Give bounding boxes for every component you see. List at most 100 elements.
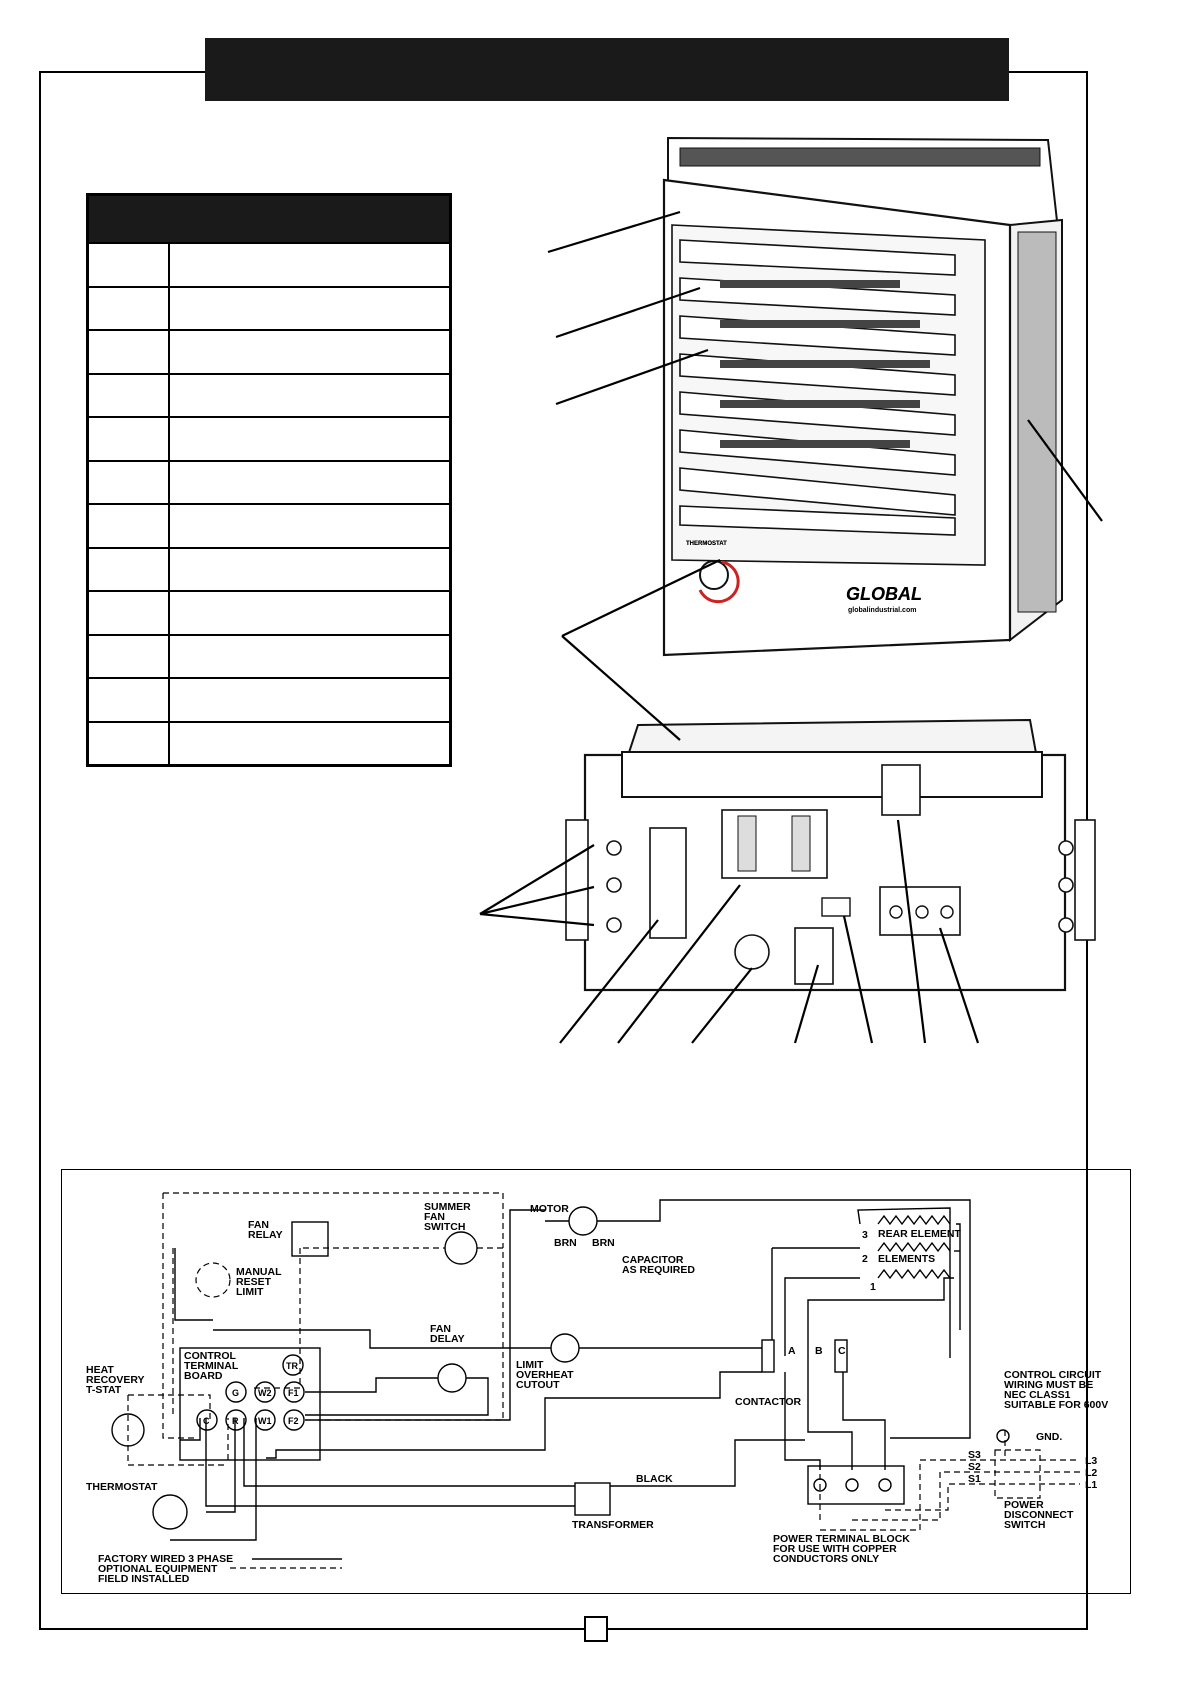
- legend-field: FIELD INSTALLED: [98, 1573, 190, 1585]
- terminal-tr: TR: [286, 1361, 298, 1371]
- control-note-3: NEC CLASS1: [1004, 1389, 1071, 1401]
- capacitor-label-2: AS REQUIRED: [622, 1264, 695, 1276]
- terminal-f1: F1: [288, 1388, 299, 1398]
- thermostat-label: THERMOSTAT: [86, 1481, 158, 1493]
- brn-left-label: BRN: [554, 1237, 577, 1249]
- part-number: [87, 242, 170, 287]
- element-number-3: 3: [862, 1229, 868, 1241]
- table-row: [87, 416, 451, 461]
- power-terminal-label-2: FOR USE WITH COPPER: [773, 1543, 897, 1555]
- heat-recovery-label-2: RECOVERY: [86, 1374, 145, 1386]
- gnd-label: GND.: [1036, 1431, 1062, 1443]
- part-number: [87, 329, 170, 374]
- table-row: [87, 503, 451, 548]
- power-disconnect-label-3: SWITCH: [1004, 1519, 1045, 1531]
- elements-label: ELEMENTS: [878, 1253, 935, 1265]
- page-number-box: [584, 1616, 608, 1642]
- black-wire-label: BLACK: [636, 1473, 673, 1485]
- parts-col-description: [169, 194, 451, 243]
- table-row: [87, 633, 451, 678]
- heater-front-view: THERMOSTAT GLOBAL: [662, 136, 1063, 657]
- contactor-pole-b: B: [815, 1345, 823, 1357]
- contactor-pole-a: A: [788, 1345, 796, 1357]
- heater-thermostat-label: THERMOSTAT: [686, 541, 727, 547]
- brand-logo: GLOBAL: [846, 584, 922, 604]
- element-number-1: 1: [870, 1281, 876, 1293]
- supply-s3: S3: [968, 1449, 981, 1461]
- legend-optional: OPTIONAL EQUIPMENT: [98, 1563, 218, 1575]
- manual-reset-label-1: MANUAL: [236, 1266, 282, 1278]
- heater-illustration: THERMOSTAT GLOBAL: [479, 136, 1103, 1044]
- control-note-1: CONTROL CIRCUIT: [1004, 1369, 1102, 1381]
- power-disconnect-label-2: DISCONNECT: [1004, 1509, 1074, 1521]
- part-number: [87, 503, 170, 548]
- parts-table-header: [87, 194, 451, 243]
- limit-overheat-label-2: OVERHEAT: [516, 1369, 574, 1381]
- control-board-label-3: BOARD: [184, 1370, 223, 1382]
- rear-element-label: REAR ELEMENT: [878, 1228, 961, 1240]
- terminal-g: G: [232, 1388, 239, 1398]
- table-row: [87, 546, 451, 591]
- heat-recovery-label-3: T-STAT: [86, 1384, 122, 1396]
- fan-delay-label-2: DELAY: [430, 1333, 465, 1345]
- capacitor-label-1: CAPACITOR: [622, 1254, 684, 1266]
- supply-s1: S1: [968, 1473, 981, 1485]
- part-number: [87, 633, 170, 678]
- control-note-4: SUITABLE FOR 600V: [1004, 1399, 1108, 1411]
- brn-right-label: BRN: [592, 1237, 615, 1249]
- table-row: [87, 677, 451, 722]
- part-description: [169, 503, 451, 548]
- motor-label: MOTOR: [530, 1203, 569, 1215]
- part-description: [169, 329, 451, 374]
- terminal-w1: W1: [258, 1416, 272, 1426]
- terminal-f2: F2: [288, 1416, 299, 1426]
- terminal-r: R: [232, 1416, 239, 1426]
- part-number: [87, 416, 170, 461]
- terminal-w2: W2: [258, 1388, 272, 1398]
- part-description: [169, 677, 451, 722]
- table-row: [87, 329, 451, 374]
- wiring-diagram-frame: [61, 1169, 1131, 1594]
- fan-delay-label-1: FAN: [430, 1323, 451, 1335]
- parts-table: [86, 193, 452, 767]
- part-number: [87, 546, 170, 591]
- table-row: [87, 590, 451, 635]
- wiring-solid-paths: [111, 1199, 1010, 1569]
- control-note-2: WIRING MUST BE: [1004, 1379, 1093, 1391]
- limit-overheat-label-1: LIMIT: [516, 1359, 544, 1371]
- terminal-c: C: [203, 1416, 210, 1426]
- manual-reset-label-2: RESET: [236, 1276, 272, 1288]
- table-row: [87, 720, 451, 766]
- legend-factory-wired: FACTORY WIRED 3 PHASE: [98, 1553, 233, 1565]
- supply-l1: L1: [1085, 1479, 1097, 1491]
- supply-l3: L3: [1085, 1455, 1097, 1467]
- title-bar: [205, 38, 1009, 101]
- wiring-dashed-paths: [127, 1192, 1080, 1531]
- contactor-pole-c: C: [838, 1345, 846, 1357]
- supply-l2: L2: [1085, 1467, 1097, 1479]
- manual-reset-label-3: LIMIT: [236, 1286, 264, 1298]
- part-number: [87, 720, 170, 766]
- part-description: [169, 633, 451, 678]
- summer-fan-label-3: SWITCH: [424, 1221, 465, 1233]
- table-row: [87, 459, 451, 504]
- part-description: [169, 459, 451, 504]
- control-board-label-1: CONTROL: [184, 1350, 236, 1362]
- power-terminal-label-3: CONDUCTORS ONLY: [773, 1553, 879, 1565]
- supply-s2: S2: [968, 1461, 981, 1473]
- part-number: [87, 372, 170, 417]
- summer-fan-label-1: SUMMER: [424, 1201, 471, 1213]
- control-terminals: [196, 1354, 305, 1431]
- power-terminal-label-1: POWER TERMINAL BLOCK: [773, 1533, 910, 1545]
- part-number: [87, 677, 170, 722]
- part-description: [169, 372, 451, 417]
- limit-overheat-label-3: CUTOUT: [516, 1379, 560, 1391]
- contactor-label: CONTACTOR: [735, 1396, 802, 1408]
- part-number: [87, 285, 170, 330]
- element-number-2: 2: [862, 1253, 868, 1265]
- table-row: [87, 285, 451, 330]
- part-description: [169, 720, 451, 766]
- fan-relay-label-2: RELAY: [248, 1229, 283, 1241]
- brand-url: globalindustrial.com: [848, 607, 916, 614]
